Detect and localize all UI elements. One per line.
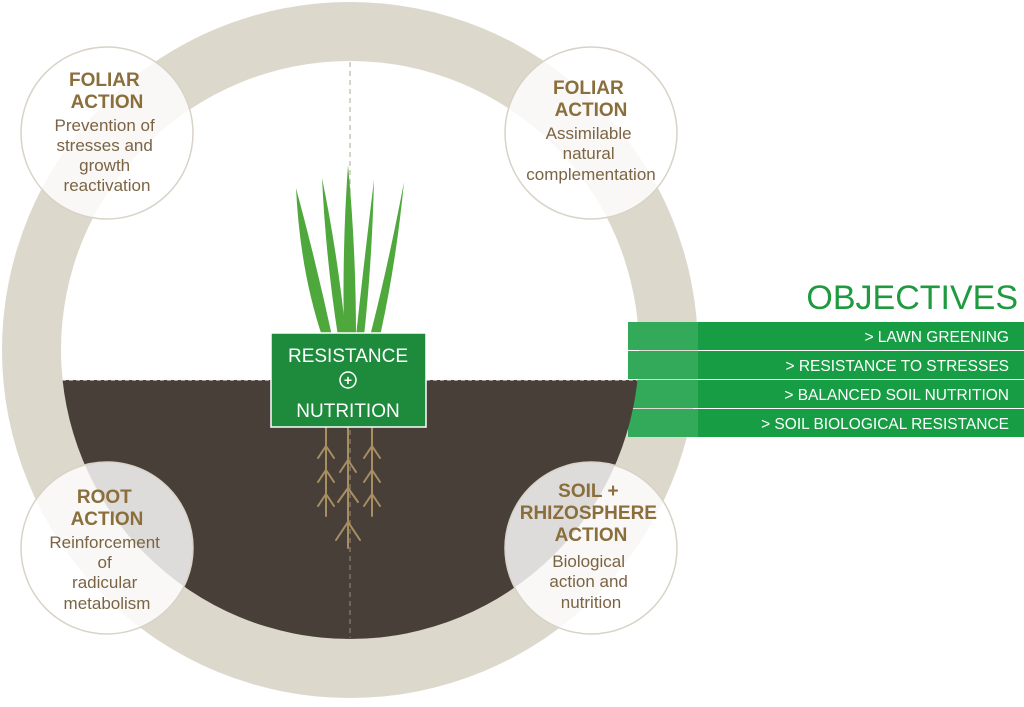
bubble-top-left-body-1: Prevention of [55, 116, 155, 135]
objectives-bars [628, 322, 1024, 437]
plus-circle-icon [339, 371, 357, 389]
bubble-bottom-right-title-3: ACTION [555, 525, 628, 546]
bubble-bottom-left: ROOT ACTION Reinforcement of radicular m… [20, 461, 194, 635]
bubble-bottom-left-body-3: radicular [72, 573, 138, 592]
bubble-bottom-right-title-2: RHIZOSPHERE [520, 503, 657, 524]
svg-text:SOIL + RHIZOSPHERE: SOIL + RHIZOSPHERE ACTION [520, 481, 663, 546]
svg-text:FOLIAR ACTION: FOLIAR ACTION [69, 70, 145, 113]
objective-item-2: > RESISTANCE TO STRESSES [785, 358, 1009, 375]
svg-text:Biological action and: Biological action and nutrition [549, 552, 632, 612]
bubble-top-left-title-1: FOLIAR [69, 70, 140, 91]
objective-bar-4 [628, 409, 1024, 437]
svg-text:ROOT ACTION: ROOT ACTION [71, 487, 144, 530]
bubble-bottom-left-body-1: Reinforcement [49, 533, 160, 552]
bubble-bottom-left-body-2: of [98, 553, 112, 572]
objective-item-3: > BALANCED SOIL NUTRITION [784, 387, 1009, 404]
bubble-top-left-body-4: reactivation [64, 176, 151, 195]
bubble-bottom-right-body-1: Biological [552, 552, 625, 571]
center-line-1: RESISTANCE [288, 346, 408, 367]
svg-text:Assimilable natural: Assimilable natural complementation [526, 124, 655, 184]
bubble-top-right-body-3: complementation [526, 165, 655, 184]
objective-item-4: > SOIL BIOLOGICAL RESISTANCE [761, 416, 1009, 433]
svg-text:Prevention of stresses a: Prevention of stresses and growth reacti… [55, 116, 160, 195]
objective-bar-2 [628, 351, 1024, 379]
bubble-top-left-title-2: ACTION [71, 92, 144, 113]
bubble-bottom-right-body-2: action and [549, 572, 627, 591]
bubble-bottom-right: SOIL + RHIZOSPHERE ACTION Biological act… [504, 461, 678, 635]
bubble-top-right: FOLIAR ACTION Assimilable natural comple… [504, 46, 678, 220]
center-line-2: NUTRITION [296, 401, 399, 422]
svg-text:Reinforcement of r: Reinforcement of radicular metabolism [49, 533, 164, 613]
bubble-top-right-title-1: FOLIAR [553, 78, 624, 99]
bubble-bottom-right-body-3: nutrition [561, 593, 621, 612]
bubble-top-right-body-2: natural [563, 144, 615, 163]
bubble-top-left: FOLIAR ACTION Prevention of stresses and… [20, 46, 194, 220]
objective-bar-3 [628, 380, 1024, 408]
bubble-top-left-body-2: stresses and [56, 136, 152, 155]
center-box: RESISTANCE + NUTRITION [270, 332, 427, 428]
bubble-top-right-body-1: Assimilable [546, 124, 632, 143]
bubble-bottom-left-title-1: ROOT [77, 487, 132, 508]
bubble-top-left-body-3: growth [79, 156, 130, 175]
objective-item-1: > LAWN GREENING [864, 329, 1009, 346]
svg-text:FOLIAR ACTION: FOLIAR ACTION [553, 78, 629, 121]
bubble-bottom-left-body-4: metabolism [64, 594, 151, 613]
center-plus: + [344, 372, 352, 388]
objective-bar-1 [628, 322, 1024, 350]
grass-icon [296, 165, 404, 336]
roots-icon [317, 427, 381, 549]
objectives-heading: OBJECTIVES [806, 279, 1018, 317]
bubble-top-right-title-2: ACTION [555, 100, 628, 121]
bubble-bottom-right-title-1: SOIL + [558, 481, 618, 502]
bubble-bottom-left-title-2: ACTION [71, 509, 144, 530]
